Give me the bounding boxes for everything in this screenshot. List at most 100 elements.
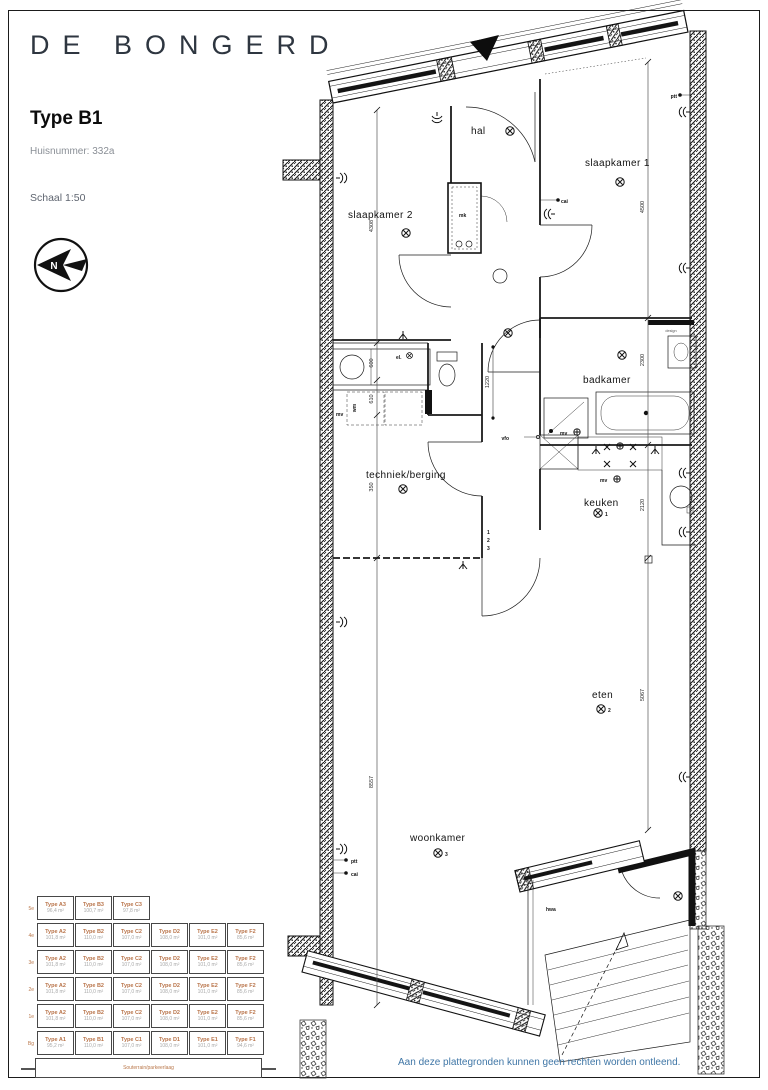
meter-symbol bbox=[455, 240, 463, 248]
balcony-stairs bbox=[301, 840, 691, 1063]
left-wall-stub-bottom bbox=[287, 935, 321, 957]
unit-area: 108,0 m² bbox=[159, 1016, 180, 1022]
dim-hal: 1220 bbox=[485, 376, 491, 388]
socket-icon bbox=[335, 843, 348, 855]
light-icon bbox=[433, 848, 443, 858]
dim-ticks bbox=[373, 106, 381, 1009]
unit-type: Type F2 bbox=[235, 929, 256, 935]
exterior-walls bbox=[282, 30, 725, 1079]
fixture-labels: mk wm mv mv mv vfo hwa el. design ptt ca… bbox=[336, 94, 677, 913]
unit-area: 101,0 m² bbox=[197, 1016, 218, 1022]
toilet-door-panel bbox=[425, 390, 432, 414]
light-icon bbox=[503, 328, 513, 338]
unit-area: 107,0 m² bbox=[121, 1016, 142, 1022]
unit-area: 96,4 m² bbox=[47, 908, 64, 914]
switch-number-2: 2 bbox=[487, 538, 490, 544]
kitchen-tap bbox=[686, 506, 694, 514]
room-label-woonkamer: woonkamer bbox=[409, 833, 466, 844]
page-border bbox=[8, 10, 760, 1078]
shower-drain-line bbox=[547, 401, 585, 435]
unit-area: 107,0 m² bbox=[121, 1043, 142, 1049]
pendant-icon bbox=[650, 445, 660, 455]
dim-woonkamer: 8557 bbox=[369, 776, 375, 788]
balcony-door-arc bbox=[621, 871, 661, 899]
stairs-arrow bbox=[615, 931, 629, 951]
unit-area: 108,0 m² bbox=[159, 1043, 180, 1049]
unit-area: 107,0 m² bbox=[121, 989, 142, 995]
shaft-x bbox=[539, 434, 579, 470]
unit-type: Type A1 bbox=[45, 1037, 66, 1043]
door-arc-badkamer bbox=[487, 319, 541, 373]
unit-type: Type E2 bbox=[197, 929, 218, 935]
label-wm: wm bbox=[352, 403, 358, 413]
unit-area: 85,6 m² bbox=[237, 962, 254, 968]
unit-area: 101,8 m² bbox=[45, 1016, 66, 1022]
glazing-bar bbox=[523, 860, 593, 881]
light-icon bbox=[505, 126, 515, 136]
unit-type: Type D1 bbox=[159, 1037, 180, 1043]
terrain-left bbox=[299, 1019, 327, 1079]
facade-pier bbox=[512, 1007, 532, 1033]
light-icon bbox=[406, 352, 413, 359]
glazing-bar bbox=[544, 35, 604, 52]
unit-type: Type B1 bbox=[83, 1037, 104, 1043]
counter bbox=[332, 348, 431, 386]
dim-keuken: 2120 bbox=[640, 499, 646, 511]
light-number-eten: 2 bbox=[608, 708, 611, 714]
label-mv-keuken: mv bbox=[600, 478, 607, 484]
facade-pier bbox=[436, 56, 457, 82]
unit-type: Type F1 bbox=[235, 1037, 256, 1043]
bathtub bbox=[595, 391, 695, 435]
unit-type: Type A2 bbox=[45, 983, 66, 989]
unit-type: Type A2 bbox=[45, 929, 66, 935]
scale-label: Schaal 1:50 bbox=[30, 192, 86, 204]
unit-area: 101,0 m² bbox=[197, 1043, 218, 1049]
unit-area: 110,0 m² bbox=[83, 935, 104, 941]
room-label-badkamer: badkamer bbox=[583, 375, 631, 386]
label-hwa: hwa bbox=[546, 907, 556, 913]
unit-area: 85,6 m² bbox=[237, 989, 254, 995]
unit-type: Type F2 bbox=[235, 956, 256, 962]
duct-box bbox=[644, 555, 653, 564]
window-frame-line bbox=[306, 955, 544, 1020]
vent-valve-icon bbox=[613, 475, 621, 483]
unit-area: 101,8 m² bbox=[45, 962, 66, 968]
unit-area: 100,7 m² bbox=[83, 908, 104, 914]
unit-area: 101,0 m² bbox=[197, 935, 218, 941]
left-wall bbox=[319, 99, 334, 1006]
cooktop-burner-icon bbox=[603, 460, 611, 468]
unit-type: Type B2 bbox=[83, 929, 104, 935]
washbasin bbox=[667, 335, 697, 369]
unit-type: Type E2 bbox=[197, 983, 218, 989]
facade-pier bbox=[527, 38, 546, 64]
north-compass: N bbox=[32, 236, 90, 299]
unit-area: 110,0 m² bbox=[83, 1016, 104, 1022]
balcony-wall bbox=[617, 847, 696, 926]
bathtub-inner bbox=[600, 395, 690, 431]
facade-pier bbox=[405, 978, 425, 1004]
eaves-line bbox=[327, 3, 683, 75]
project-title: DE BONGERD bbox=[30, 30, 342, 60]
